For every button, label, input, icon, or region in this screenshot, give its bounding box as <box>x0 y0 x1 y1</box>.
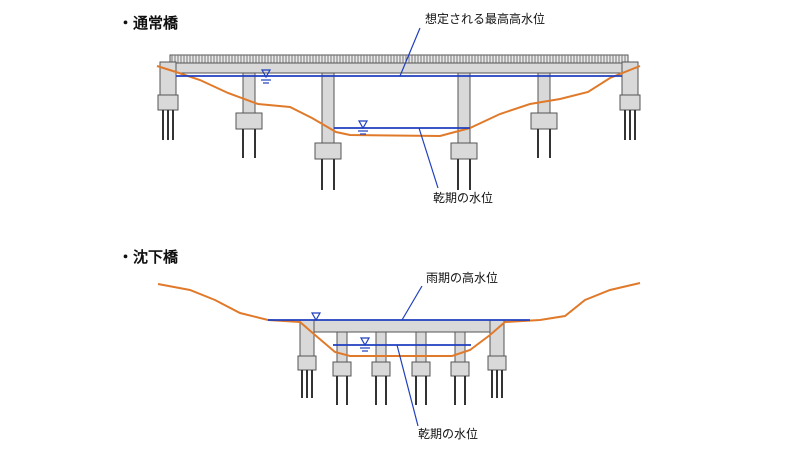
submersible-deck <box>310 319 494 333</box>
submersible-pier-3 <box>411 331 431 405</box>
normal-max-water-label: 想定される最高高水位 <box>425 11 545 26</box>
normal-pier-2 <box>314 72 342 190</box>
submersible-bridge-title: ・沈下橋 <box>118 248 179 266</box>
normal-pier-1 <box>235 72 263 158</box>
submersible-rain-water-label: 雨期の高水位 <box>426 270 498 285</box>
submersible-dry-water-symbol <box>359 337 371 352</box>
submersible-pier-2 <box>371 331 391 405</box>
submersible-dry-water-label: 乾期の水位 <box>418 426 478 441</box>
submersible-pier-4 <box>450 331 470 405</box>
normal-bridge-title: ・通常橋 <box>118 14 179 32</box>
normal-riverbed-line <box>156 65 641 138</box>
normal-bridge-deck <box>169 54 629 74</box>
normal-dry-water-leader <box>418 127 439 189</box>
normal-dry-water-label: 乾期の水位 <box>433 190 493 205</box>
submersible-dry-water-leader <box>396 344 419 427</box>
submersible-right-abutment <box>487 319 507 398</box>
normal-left-abutment <box>157 61 179 140</box>
normal-pier-3 <box>450 72 478 190</box>
submersible-rain-water-leader <box>401 285 423 321</box>
normal-right-abutment <box>619 61 641 140</box>
normal-max-water-symbol <box>260 69 272 84</box>
submersible-rain-water-symbol <box>310 312 322 322</box>
normal-dry-water-symbol <box>357 120 369 135</box>
submersible-left-abutment <box>297 319 317 398</box>
submersible-pier-1 <box>332 331 352 405</box>
normal-max-water-leader <box>399 27 421 77</box>
submersible-riverbed-line <box>157 282 641 357</box>
normal-pier-4 <box>530 72 558 158</box>
